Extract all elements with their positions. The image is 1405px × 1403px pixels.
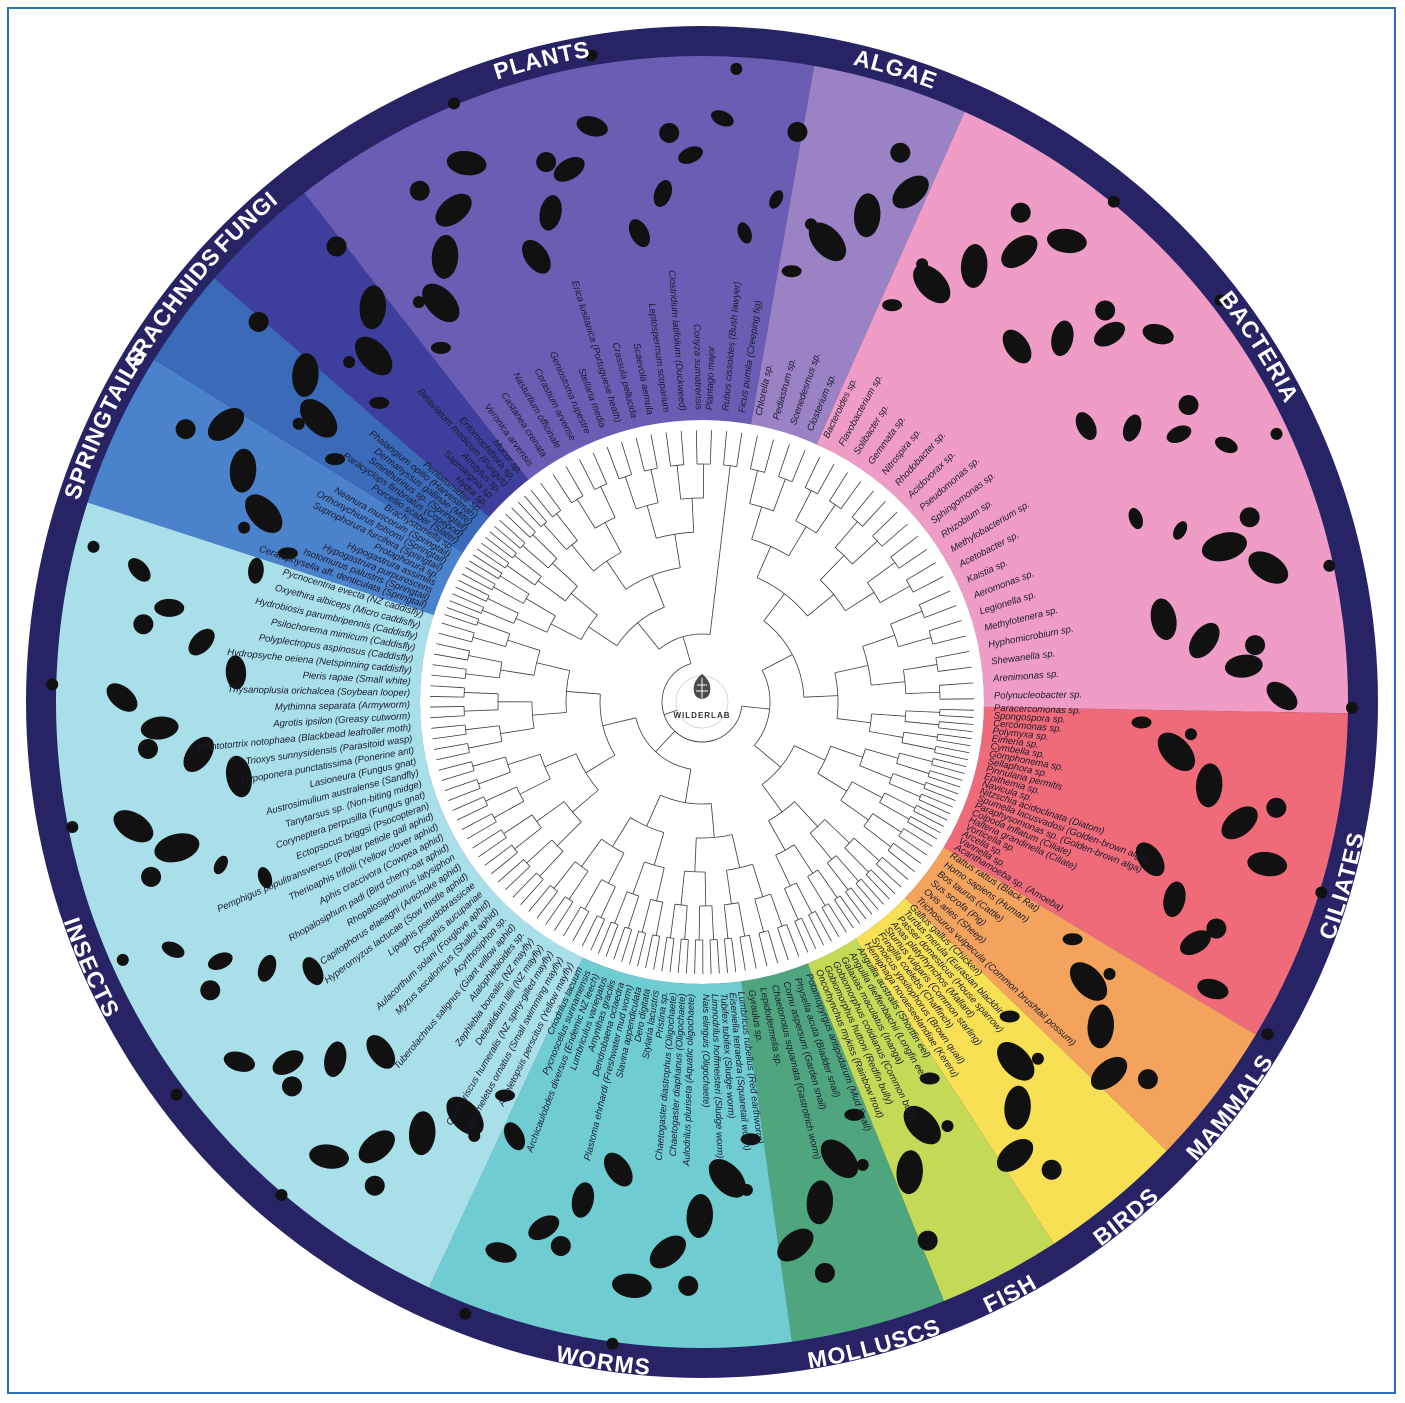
insects-silhouette-icon — [46, 679, 58, 691]
fish-silhouette-icon — [941, 1120, 953, 1132]
worms-silhouette-icon — [606, 1338, 618, 1350]
bacteria-silhouette-icon — [1271, 428, 1283, 440]
ciliates-silhouette-icon — [1132, 716, 1152, 728]
bacteria-silhouette-icon — [1245, 635, 1265, 655]
species-label: Polynucleobacter sp. — [994, 690, 1082, 702]
birds-silhouette-icon — [1032, 1053, 1044, 1065]
algae-silhouette-icon — [890, 143, 910, 163]
worms-silhouette-icon — [459, 1308, 471, 1320]
bacteria-silhouette-icon — [1240, 507, 1260, 527]
bacteria-silhouette-icon — [1108, 196, 1120, 208]
worms-silhouette-icon — [678, 1276, 698, 1296]
mammals-silhouette-icon — [1138, 1069, 1158, 1089]
plants-silhouette-icon — [659, 123, 679, 143]
insects-silhouette-icon — [87, 541, 99, 553]
plants-silhouette-icon — [730, 63, 742, 75]
insects-silhouette-icon — [365, 1176, 385, 1196]
plants-silhouette-icon — [448, 97, 460, 109]
springtails-silhouette-icon — [238, 522, 250, 534]
species-label: Conyza sumatrensis — [691, 324, 704, 411]
plants-silhouette-icon — [787, 122, 807, 142]
insects-silhouette-icon — [117, 954, 129, 966]
insects-silhouette-icon — [170, 1089, 182, 1101]
springtails-silhouette-icon — [176, 419, 196, 439]
ciliates-silhouette-icon — [1266, 798, 1286, 818]
bacteria-silhouette-icon — [1011, 203, 1031, 223]
plants-silhouette-icon — [431, 342, 451, 354]
plants-silhouette-icon — [410, 181, 430, 201]
algae-silhouette-icon — [782, 265, 802, 277]
birds-silhouette-icon — [1042, 1160, 1062, 1180]
plants-silhouette-icon — [536, 152, 556, 172]
fish-silhouette-icon — [918, 1231, 938, 1251]
molluscs-silhouette-icon — [815, 1263, 835, 1283]
bacteria-silhouette-icon — [882, 299, 902, 311]
fungi-silhouette-icon — [343, 356, 355, 368]
bacteria-silhouette-icon — [1179, 395, 1199, 415]
ciliates-silhouette-icon — [1315, 887, 1327, 899]
species-label: Plantago major — [704, 345, 717, 410]
insects-silhouette-icon — [275, 1189, 287, 1201]
molluscs-silhouette-icon — [857, 1159, 869, 1171]
insects-silhouette-icon — [138, 739, 158, 759]
insects-silhouette-icon — [133, 614, 153, 634]
mammals-silhouette-icon — [1063, 933, 1083, 945]
bacteria-silhouette-icon — [1346, 702, 1358, 714]
insects-silhouette-icon — [282, 1076, 302, 1096]
ciliates-silhouette-icon — [1185, 728, 1197, 740]
species-label: Nais elinguis (Oligochaete) — [700, 994, 711, 1108]
logo-text: WILDERLAB — [674, 711, 731, 720]
ciliates-silhouette-icon — [1262, 1028, 1274, 1040]
insects-silhouette-icon — [141, 867, 161, 887]
bacteria-silhouette-icon — [1095, 300, 1115, 320]
fungi-silhouette-icon — [369, 397, 389, 409]
worms-silhouette-icon — [551, 1236, 571, 1256]
mammals-silhouette-icon — [1104, 968, 1116, 980]
arachnids-silhouette-icon — [249, 312, 269, 332]
bacteria-silhouette-icon — [1323, 560, 1335, 572]
insects-silhouette-icon — [200, 980, 220, 1000]
fungi-silhouette-icon — [327, 236, 347, 256]
insects-silhouette-icon — [66, 821, 78, 833]
